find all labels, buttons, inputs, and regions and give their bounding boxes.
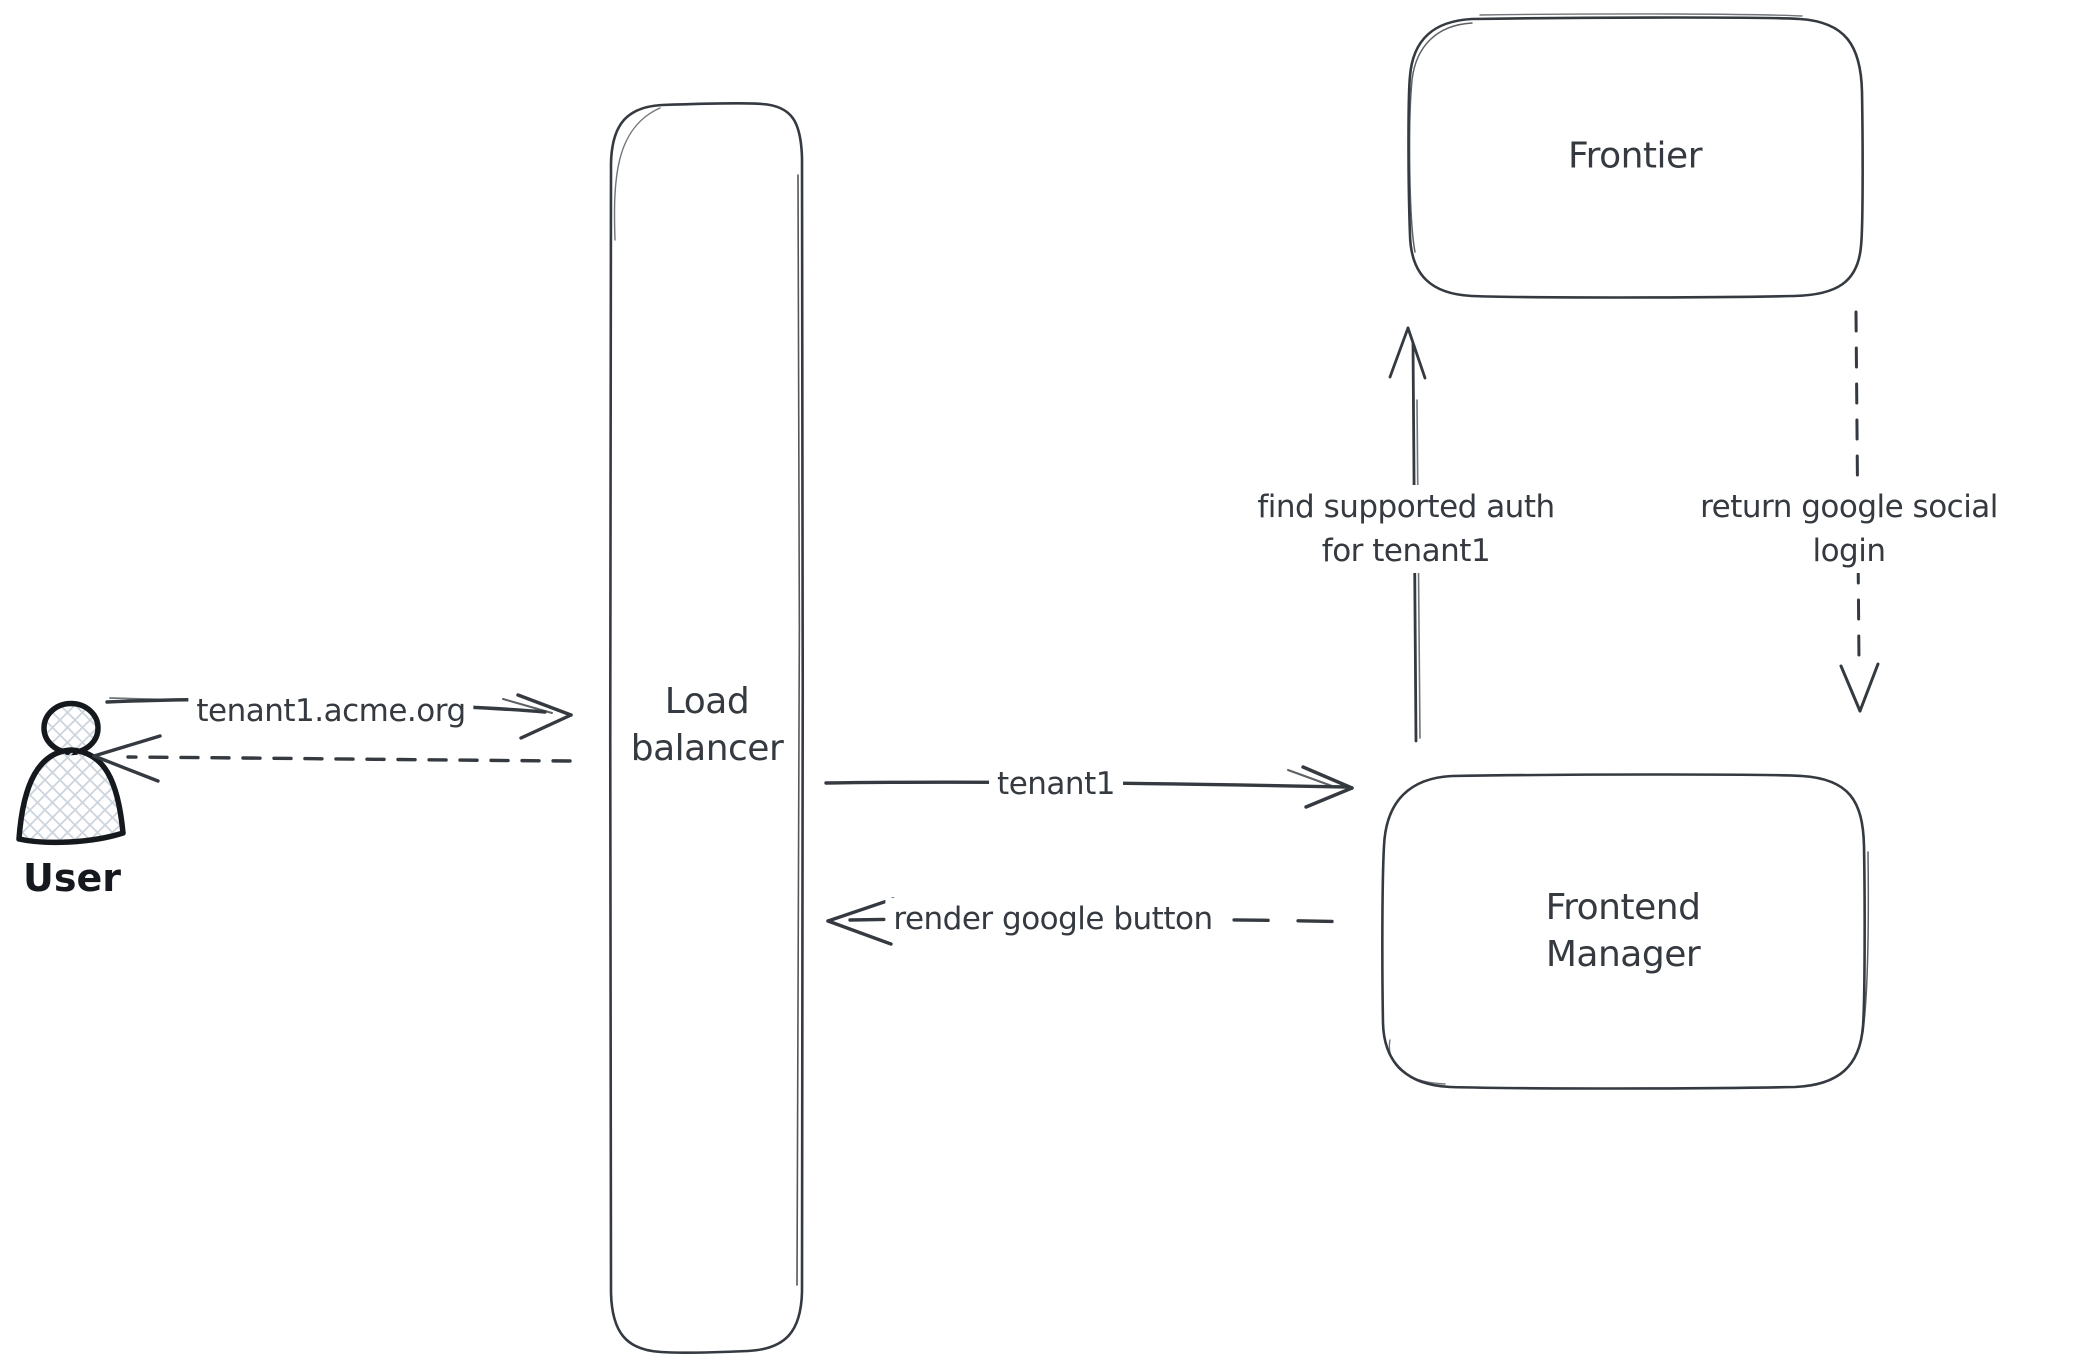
- frontend-manager-label-line2: Manager: [1545, 934, 1701, 975]
- load-balancer-label-line2: balancer: [630, 728, 784, 769]
- user-icon: [16, 700, 126, 846]
- node-load-balancer: [608, 102, 805, 1354]
- edge-label-tenant1-acme-org: tenant1.acme.org: [188, 690, 474, 732]
- user-icon-head: [41, 700, 101, 756]
- frontend-manager-label-line1: Frontend: [1545, 887, 1701, 928]
- arrow-load-balancer-to-user: [92, 734, 572, 783]
- frontier-label: Frontier: [1567, 135, 1703, 177]
- load-balancer-label-line1: Load: [664, 681, 750, 722]
- arrow-frontier-to-frontend-manager: [1839, 310, 1880, 713]
- node-frontend-manager: [1381, 773, 1870, 1090]
- load-balancer-label: Load balancer: [631, 678, 784, 772]
- node-frontier: [1407, 13, 1864, 299]
- edge-label-find-supported-auth: find supported auth for tenant1: [1251, 485, 1561, 573]
- edge-label-find-supported-auth-line1: find supported auth: [1257, 489, 1555, 525]
- user-label: User: [23, 856, 121, 900]
- edge-label-return-google-social-login-line1: return google social: [1700, 489, 1998, 525]
- edge-label-find-supported-auth-line2: for tenant1: [1321, 533, 1491, 569]
- frontend-manager-label: Frontend Manager: [1546, 884, 1701, 978]
- edge-label-tenant1: tenant1: [989, 763, 1123, 805]
- edge-label-render-google-button: render google button: [885, 898, 1221, 940]
- edge-label-return-google-social-login-line2: login: [1812, 533, 1886, 569]
- user-icon-body: [16, 747, 126, 846]
- edge-label-return-google-social-login: return google social login: [1694, 485, 2004, 573]
